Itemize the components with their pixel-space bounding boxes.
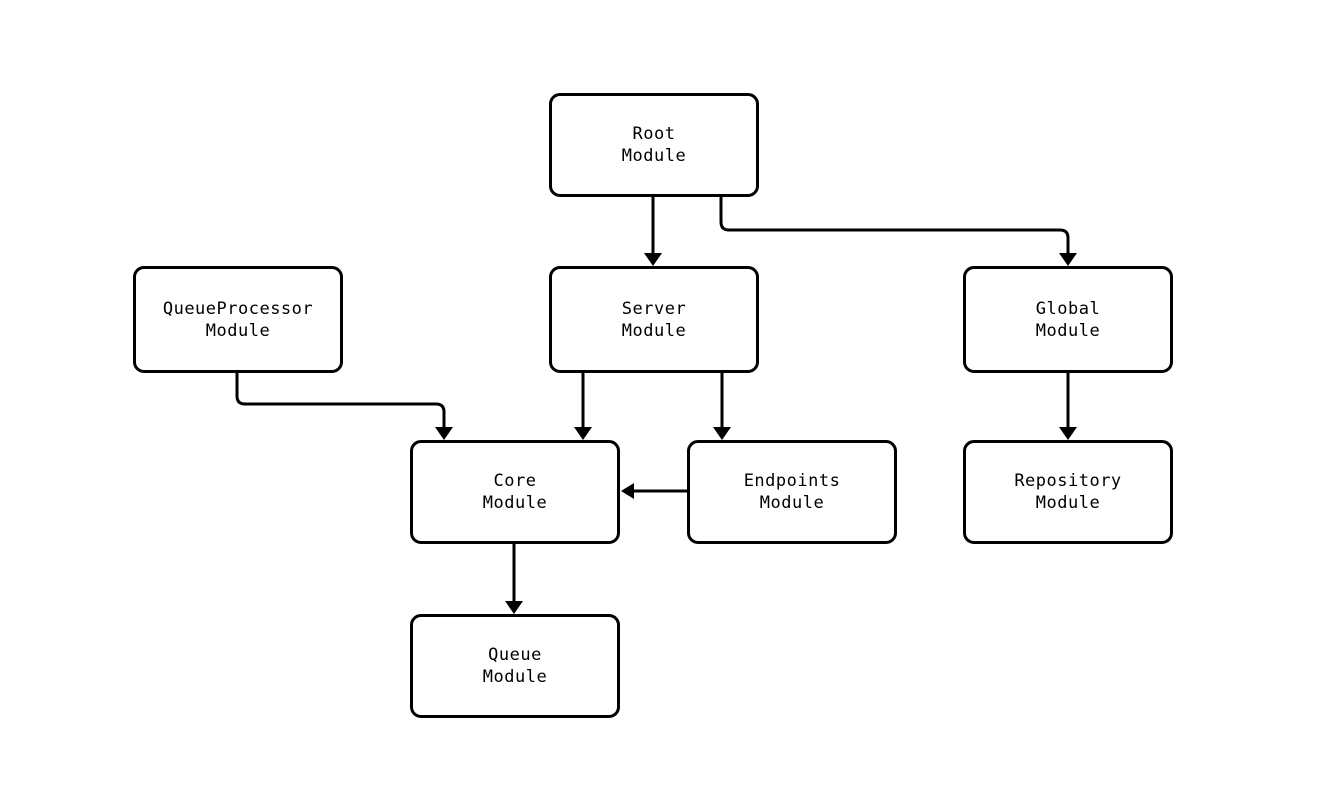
arrowhead-root-to-global — [1059, 253, 1077, 266]
arrowhead-queueprocessor-to-core — [435, 427, 453, 440]
arrowhead-global-to-repository — [1059, 427, 1077, 440]
node-repository-label-line2: Module — [1035, 493, 1101, 513]
node-root-label-line1: Root — [632, 124, 676, 144]
node-queue-label-line1: Queue — [488, 645, 542, 665]
node-endpoints-label-line2: Module — [759, 493, 825, 513]
node-root-label-line2: Module — [621, 146, 687, 166]
node-server-label-line1: Server — [621, 298, 687, 319]
node-global-label-line1: Global — [1035, 298, 1101, 319]
node-global-label-line2: Module — [1035, 320, 1101, 341]
node-queueprocessor-label-line2: Module — [205, 320, 271, 341]
edge-queueprocessor-to-core — [235, 373, 446, 432]
node-endpoints-label-line1: Endpoints — [743, 471, 841, 491]
node-server-label-line2: Module — [621, 320, 687, 341]
arrowhead-endpoints-to-core — [621, 483, 634, 499]
arrowhead-root-to-server — [644, 253, 662, 266]
arrowhead-server-to-core — [574, 427, 592, 440]
node-queueprocessor-label-line1: QueueProcessor — [162, 298, 314, 319]
node-core-label-line2: Module — [482, 493, 548, 513]
arrowhead-server-to-endpoints — [713, 427, 731, 440]
node-core-label-line1: Core — [493, 471, 537, 491]
node-queue-label-line2: Module — [482, 667, 548, 687]
node-repository-label-line1: Repository — [1014, 471, 1122, 491]
edge-root-to-global — [719, 197, 1070, 258]
arrowhead-core-to-queue — [505, 601, 523, 614]
